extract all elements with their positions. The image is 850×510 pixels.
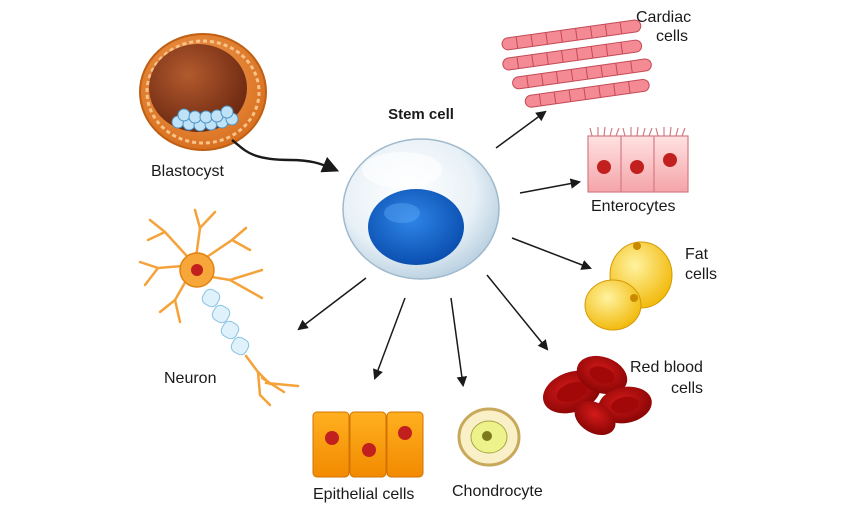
red-blood-cells-illustration <box>542 355 652 436</box>
stem-cell-title: Stem cell <box>388 106 454 123</box>
blastocyst-illustration <box>139 33 267 151</box>
arrow-to-cardiac <box>495 110 547 149</box>
rbc-label-line1: Red blood <box>630 359 703 376</box>
chondrocyte-illustration <box>457 407 521 467</box>
blastocyst-label: Blastocyst <box>151 163 224 180</box>
chondrocyte-label: Chondrocyte <box>452 483 543 500</box>
enterocytes-label: Enterocytes <box>591 198 676 215</box>
fat-cells-illustration <box>584 241 673 331</box>
epithelial-cells-illustration <box>312 411 424 478</box>
arrow-to-fat <box>511 237 592 270</box>
enterocytes-illustration <box>587 126 689 193</box>
rbc-label-line2: cells <box>671 380 704 397</box>
neuron-label: Neuron <box>164 370 217 387</box>
arrow-to-enterocytes <box>519 178 582 194</box>
arrow-to-epithelial <box>373 297 406 380</box>
arrow-to-rbc <box>486 274 549 351</box>
cardiac-label-line1: Cardiac <box>636 9 692 26</box>
stem-cell-illustration <box>342 138 500 280</box>
blastocyst-arrow <box>231 139 340 173</box>
fat-label-line1: Fat <box>685 246 709 263</box>
fat-label-line2: cells <box>685 266 718 283</box>
epithelial-label: Epithelial cells <box>313 486 415 503</box>
differentiation-arrows <box>297 110 592 388</box>
cardiac-cells-illustration <box>501 19 652 108</box>
arrow-to-neuron <box>297 277 367 331</box>
cardiac-label-line2: cells <box>656 28 689 45</box>
neuron-illustration <box>138 208 300 407</box>
arrow-to-chondrocyte <box>450 297 468 388</box>
